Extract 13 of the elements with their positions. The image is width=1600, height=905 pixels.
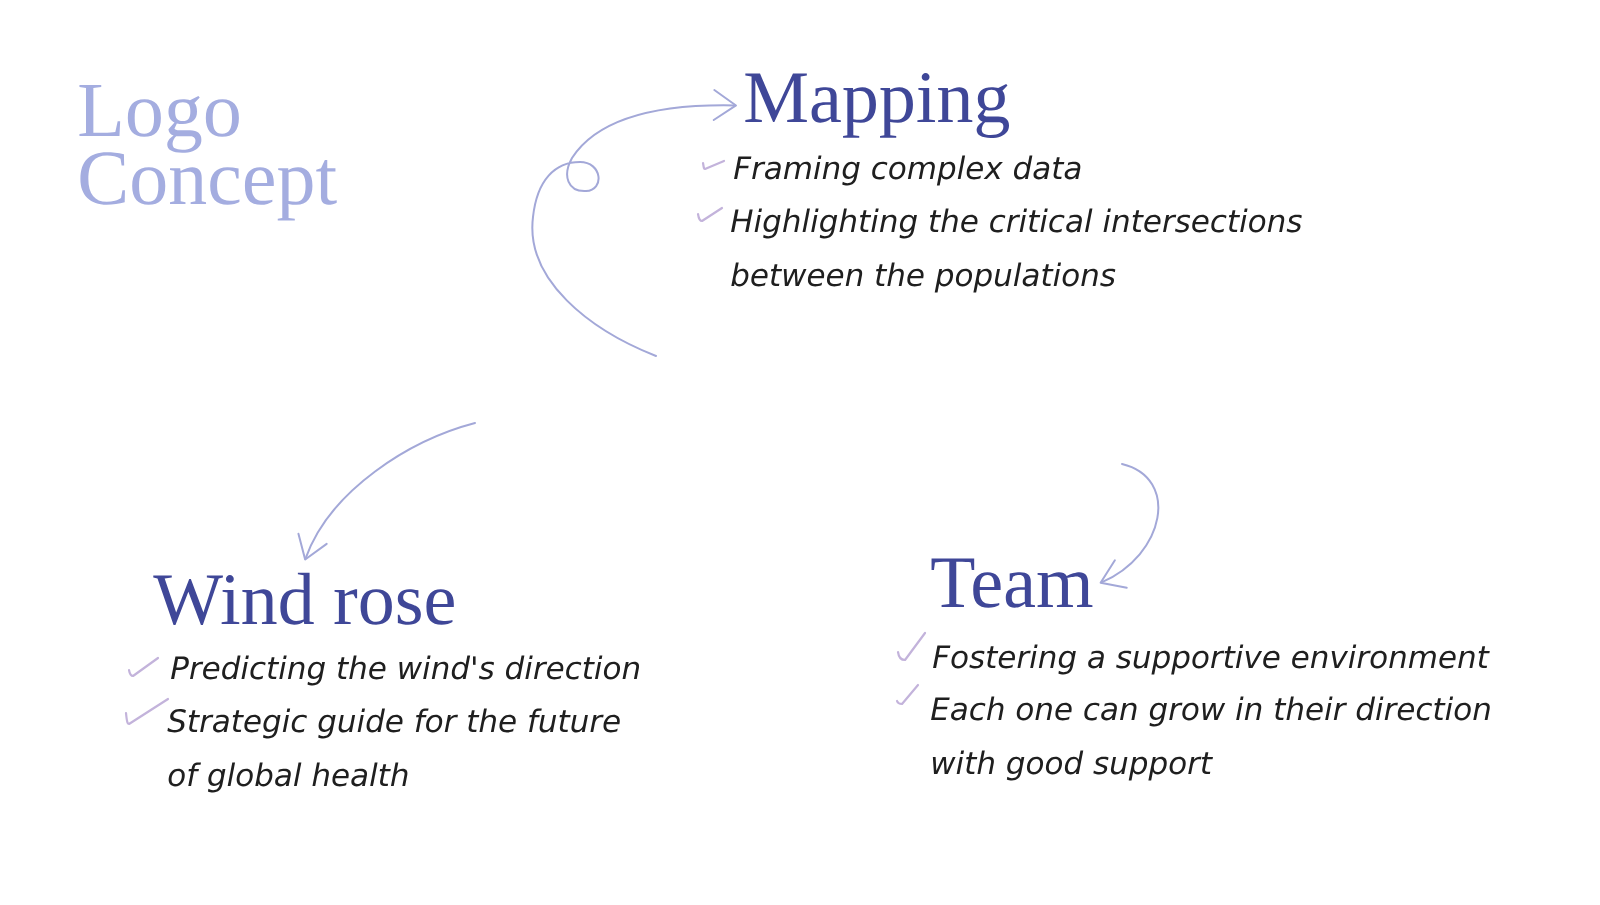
list-item: Framing complex data [734,155,1081,186]
section-heading: Team [931,558,1093,608]
title: Logo Concept [79,84,337,221]
list-item: Fostering a supportive environment [933,644,1490,675]
list-item: Each one can grow in their direction with good support [931,696,1490,781]
list-item: Strategic guide for the future of global health [167,708,620,793]
list-item: Predicting the wind's direction [171,655,639,686]
curved-arrow [297,422,476,561]
curved-arrow [1099,463,1160,589]
section-heading: Wind rose [153,572,454,626]
curved-arrow [531,89,737,357]
section-heading: Mapping [745,73,1009,138]
list-item: Highlighting the critical intersections between the populations [731,208,1302,293]
